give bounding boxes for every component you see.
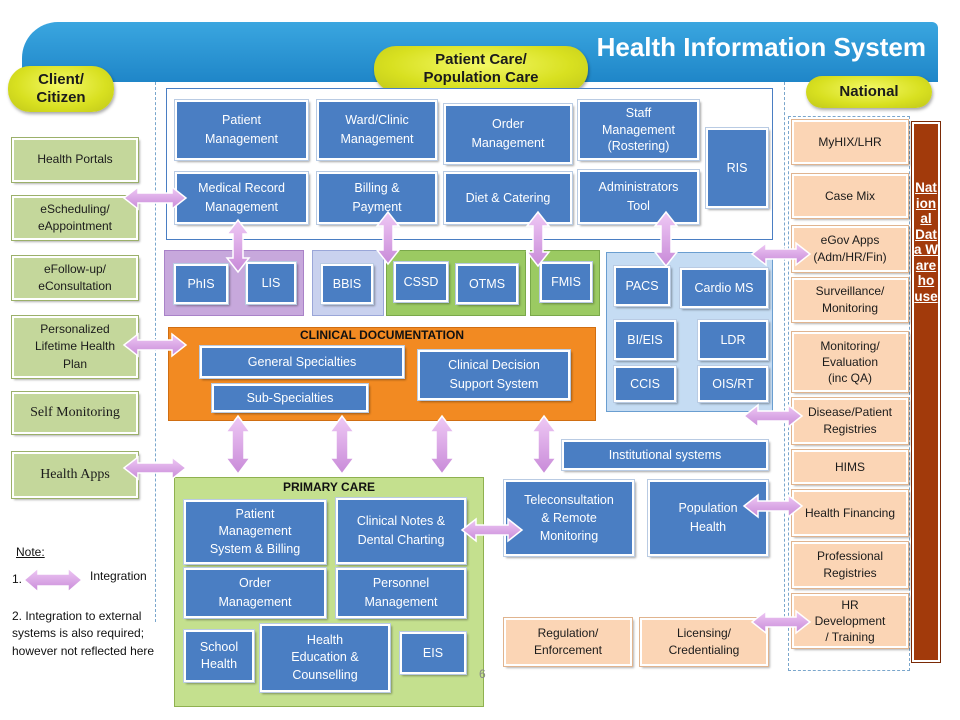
client-divider	[155, 82, 156, 622]
pacs-box: PACS	[613, 265, 671, 307]
ris-box: RIS	[705, 127, 769, 209]
arrow-admin-to-pacs	[653, 210, 679, 268]
legend-integration-arrow	[22, 566, 84, 594]
ccis-box: CCIS	[613, 365, 677, 403]
arrow-diet-to-fmis	[525, 210, 551, 268]
note-item-1-number: 1.	[12, 572, 23, 586]
medical-record-management-box: Medical Record Management	[174, 171, 309, 225]
page-title: Health Information System	[596, 32, 926, 62]
arrow-escheduling-to-records	[122, 185, 188, 211]
national-data-warehouse-label: National Data Warehouse	[914, 180, 939, 304]
clinical-documentation-label: CLINICAL DOCUMENTATION	[300, 328, 464, 342]
clinical-notes-dental-box: Clinical Notes & Dental Charting	[335, 497, 467, 565]
client-item-self-monitoring: Self Monitoring	[11, 391, 139, 435]
cardio-ms-box: Cardio MS	[679, 267, 769, 309]
client-item-efollow-up: eFollow-up/ eConsultation	[11, 255, 139, 301]
population-health-box: Population Health	[647, 479, 769, 557]
national-item-surveillance: Surveillance/ Monitoring	[791, 277, 909, 323]
primary-order-management-box: Order Management	[183, 567, 327, 619]
national-data-warehouse-bar: National Data Warehouse	[911, 121, 941, 663]
page-number: 6	[479, 667, 486, 681]
arrow-primary-to-teleconsultation	[460, 517, 524, 543]
patient-care-pill: Patient Care/ Population Care	[374, 46, 588, 92]
patient-management-box: Patient Management	[174, 99, 309, 161]
national-item-egov-apps: eGov Apps (Adm/HR/Fin)	[791, 225, 909, 273]
general-specialties-box: General Specialties	[199, 345, 405, 379]
national-item-monitoring-evaluation: Monitoring/ Evaluation (inc QA)	[791, 331, 909, 393]
ward-clinic-management-box: Ward/Clinic Management	[316, 99, 438, 161]
arrow-clinical-to-primary-2	[328, 414, 356, 476]
client-citizen-pill: Client/ Citizen	[8, 66, 114, 112]
patient-management-system-billing-box: Patient Management System & Billing	[183, 499, 327, 565]
arrow-population-to-financing	[742, 493, 804, 519]
client-item-escheduling: eScheduling/ eAppointment	[11, 195, 139, 241]
client-item-health-portals: Health Portals	[11, 137, 139, 183]
institutional-systems-box: Institutional systems	[561, 439, 769, 471]
national-item-hr-development: HR Development / Training	[791, 593, 909, 649]
national-item-myhix-lhr: MyHIX/LHR	[791, 119, 909, 165]
health-education-counselling-box: Health Education & Counselling	[259, 623, 391, 693]
arrow-health-apps-to-primary	[122, 455, 188, 481]
fmis-box: FMIS	[539, 261, 593, 303]
national-systems-column	[788, 116, 910, 671]
administrators-tool-box: Administrators Tool	[577, 169, 700, 225]
national-pill: National	[806, 76, 932, 108]
regulation-enforcement-box: Regulation/ Enforcement	[503, 617, 633, 667]
arrow-lifetime-plan-to-clinical	[122, 332, 188, 358]
note-item-1-label: Integration	[90, 569, 147, 583]
ldr-box: LDR	[697, 319, 769, 361]
school-health-box: School Health	[183, 629, 255, 683]
national-item-case-mix: Case Mix	[791, 173, 909, 219]
otms-box: OTMS	[455, 263, 519, 305]
note-title: Note:	[16, 545, 45, 559]
client-item-lifetime-health-plan: Personalized Lifetime Health Plan	[11, 315, 139, 379]
lis-box: LIS	[245, 261, 297, 305]
national-item-health-financing: Health Financing	[791, 489, 909, 537]
teleconsultation-remote-monitoring-box: Teleconsultation & Remote Monitoring	[503, 479, 635, 557]
arrow-records-to-lis	[225, 218, 251, 274]
arrow-billing-to-bbis	[375, 210, 401, 266]
arrow-support-to-registries	[742, 403, 804, 429]
clinical-decision-support-box: Clinical Decision Support System	[417, 349, 571, 401]
diet-catering-box: Diet & Catering	[443, 171, 573, 225]
order-management-box: Order Management	[443, 103, 573, 165]
cssd-box: CSSD	[393, 261, 449, 303]
ois-rt-box: OIS/RT	[697, 365, 769, 403]
national-item-hims: HIMS	[791, 449, 909, 485]
national-item-professional-registries: Professional Registries	[791, 541, 909, 589]
arrow-clinical-to-primary-3	[428, 414, 456, 476]
note-item-2: 2. Integration to external systems is al…	[12, 609, 155, 658]
arrow-support-to-egov	[750, 241, 812, 267]
licensing-credentialing-box: Licensing/ Credentialing	[639, 617, 769, 667]
arrow-clinical-to-teleconsultation	[530, 414, 558, 476]
primary-eis-box: EIS	[399, 631, 467, 675]
sub-specialties-box: Sub-Specialties	[211, 383, 369, 413]
personnel-management-box: Personnel Management	[335, 567, 467, 619]
national-item-disease-patient-registries: Disease/Patient Registries	[791, 397, 909, 445]
bbis-box: BBIS	[320, 263, 374, 305]
arrow-licensing-to-hr	[750, 609, 812, 635]
bi-eis-box: BI/EIS	[613, 319, 677, 361]
phis-box: PhIS	[173, 263, 229, 305]
primary-care-label: PRIMARY CARE	[282, 480, 375, 494]
client-item-health-apps: Health Apps	[11, 451, 139, 499]
arrow-clinical-to-primary-1	[224, 414, 252, 476]
billing-payment-box: Billing & Payment	[316, 171, 438, 225]
national-divider	[784, 82, 785, 622]
staff-management-box: Staff Management (Rostering)	[577, 99, 700, 161]
